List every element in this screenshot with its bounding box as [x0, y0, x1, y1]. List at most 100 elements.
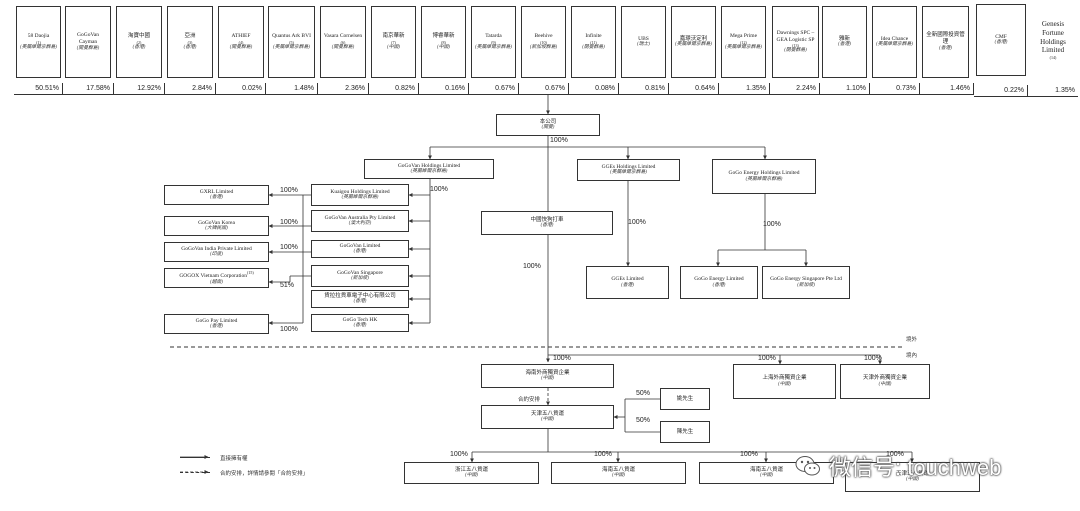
shareholder-name: Vasara Cornelsen [323, 33, 363, 40]
opco-sub-pct: 100% [594, 451, 612, 458]
opco-sub-jurisdiction: (中國) [465, 473, 478, 479]
left-sub-box-2: GoGoVan India Private Limited(印度) [164, 242, 269, 262]
shareholder-name: 全新國際投資管理 [926, 32, 965, 45]
opco-sub-pct: 100% [886, 451, 904, 458]
shareholder-name: Mega Prime [729, 33, 758, 40]
left-sub-name: GoGoVan Korea [198, 219, 235, 226]
shareholder-box-13: 嘉璟沃定利(英屬維爾京群島) [671, 6, 716, 78]
shareholder-box-6: Vasara Cornelsen(6)(開曼群島) [320, 6, 366, 78]
energy-limited-name: GoGo Energy Limited [694, 276, 744, 283]
hainan-wfoe-sub: (中國) [541, 376, 554, 382]
shareholder-pct: 17.58% [63, 83, 114, 95]
left-sub-pct: 100% [280, 244, 298, 251]
shareholder-jurisdiction: (香港) [132, 44, 146, 50]
shareholder-jurisdiction: (瑞士) [637, 42, 650, 48]
shareholder-pct: 2.24% [770, 83, 820, 95]
energy-holdings-box: GoGo Energy Holdings Limited (英屬維爾京群島) [712, 159, 816, 194]
left-sub-note: (15) [247, 270, 254, 276]
watermark: 微信号: touchweb [795, 448, 1055, 484]
company-pct: 100% [550, 137, 568, 144]
shareholder-name: Tatarda [485, 33, 502, 40]
shareholder-note: (4) [238, 39, 244, 45]
left-sub-pct: 100% [280, 187, 298, 194]
opco-sub-jurisdiction: (中國) [906, 477, 919, 483]
shareholder-pct: 1.48% [266, 83, 318, 95]
left-sub-pct: 100% [280, 326, 298, 333]
left-sub-jurisdiction: (大韓民國) [205, 226, 228, 232]
shareholder-pct: 1.35% [719, 83, 770, 95]
shareholder-box-9: Tatarda(9)(英屬維爾京群島) [471, 6, 516, 78]
shareholder-pct: 0.16% [419, 83, 469, 95]
gogovan-sub-jurisdiction: (香港) [353, 299, 367, 305]
shareholder-name: Beehive [534, 33, 553, 40]
shareholder-pct: 0.08% [569, 83, 619, 95]
energy-singapore-name: GoGo Energy Singapore Pte Ltd [770, 276, 842, 283]
shareholder-pct: 0.82% [369, 83, 419, 95]
china-rep-sub: (香港) [540, 223, 554, 229]
shareholder-box-16: 雅新(香港) [822, 6, 867, 78]
opco-sub-box-1: 海南五八貨運(中國) [551, 462, 686, 484]
shareholder-jurisdiction: (開曼群島) [784, 48, 807, 54]
shareholder-jurisdiction: (香港) [183, 44, 197, 50]
shareholder-jurisdiction: (英屬維爾京群島) [273, 44, 310, 50]
left-sub-name: GoGo Pay Limited [195, 317, 238, 324]
gogovan-sub-box-5: GoGo Tech HK(香港) [311, 314, 409, 332]
shareholder-pct: 0.73% [870, 83, 920, 95]
shanghai-wfoe-sub: (中國) [778, 381, 791, 387]
watermark-text: 微信号: touchweb [829, 455, 1002, 480]
legend-direct-label: 直接擁有權 [220, 455, 248, 462]
gogovan-sub-name: GoGoVan Limited [339, 242, 381, 249]
shareholder-pct: 0.67% [469, 83, 519, 95]
shareholder-box-7: 南京華新(7)(中國) [371, 6, 416, 78]
shareholder-note: (6) [340, 39, 346, 45]
shareholder-box-0: 58 Daojia(1)(英屬維爾京群島) [16, 6, 61, 78]
shareholder-pct: 12.92% [114, 83, 165, 95]
opco-sub-name: 天津五八貨運 [895, 470, 929, 477]
shareholder-jurisdiction: (中國) [387, 44, 400, 50]
shareholder-jurisdiction: (開曼群島) [229, 44, 253, 50]
opco-sub-pct: 100% [450, 451, 468, 458]
left-sub-pct: 100% [280, 219, 298, 226]
shareholder-jurisdiction: (開曼群島) [582, 44, 605, 50]
shareholder-jurisdiction: (英屬維爾京群島) [20, 44, 57, 50]
shareholder-pct: 0.67% [519, 83, 569, 95]
gogovan-sub-jurisdiction: (澳大利亞) [348, 221, 372, 227]
person-chen-name: 陳先生 [676, 428, 694, 435]
shareholder-note: (9) [491, 39, 496, 45]
energy-singapore-box: GoGo Energy Singapore Pte Ltd (新加坡) [762, 266, 850, 299]
gogovan-sub-box-3: GoGoVan Singapore(新加坡) [311, 265, 409, 287]
gogovan-sub-box-0: Kuaigou Holdings Limited(英屬維爾京群島) [311, 184, 409, 206]
shareholder-name: ATHIEF [231, 33, 251, 40]
shareholder-name: CMF [995, 33, 1007, 40]
left-sub-name: GXRL Limited [199, 188, 234, 195]
opco-sub-box-0: 浙江五八貨運(中國) [404, 462, 539, 484]
shareholder-box-14: Mega Prime(12)(英屬維爾京群島) [721, 6, 766, 78]
shareholder-name: GoGoVan Cayman [77, 32, 99, 45]
gogovan-sub-jurisdiction: (香港) [353, 323, 367, 329]
energy-limited-box: GoGo Energy Limited (香港) [680, 266, 758, 299]
energy-singapore-sub: (新加坡) [797, 282, 815, 288]
gges-holdings-sub: (英屬維爾京群島) [610, 170, 647, 176]
shareholder-name: Infinite [585, 33, 602, 40]
onshore-label: 境內 [906, 353, 918, 359]
shareholder-pct: 2.84% [165, 83, 216, 95]
shareholder-name: Quantus Ark BVI [272, 33, 311, 40]
shareholder-box-11: Infinite(11)(開曼群島) [571, 6, 616, 78]
shareholder-note: (12) [740, 39, 747, 45]
tianjin-wfoe-sub: (中國) [878, 381, 892, 387]
shareholder-name: UBS [638, 35, 649, 42]
left-sub-jurisdiction: (香港) [210, 195, 223, 201]
hainan-wfoe-pct: 100% [553, 355, 571, 362]
energy-limited-sub: (香港) [712, 282, 726, 288]
energy-subs-pct: 100% [763, 221, 781, 228]
shareholder-note: (8) [441, 39, 446, 45]
gges-limited-sub: (香港) [621, 282, 634, 288]
left-sub-box-1: GoGoVan Korea(大韓民國) [164, 216, 269, 236]
shareholder-name: 雅新 [838, 35, 850, 42]
shareholder-pct: 1.10% [820, 83, 870, 95]
gogovan-holdings-box: GoGoVan Holdings Limited (英屬維爾京群島) [364, 159, 494, 179]
opco-sub-jurisdiction: (中國) [760, 473, 773, 479]
shareholder-name: 嘉璟沃定利 [679, 35, 708, 42]
